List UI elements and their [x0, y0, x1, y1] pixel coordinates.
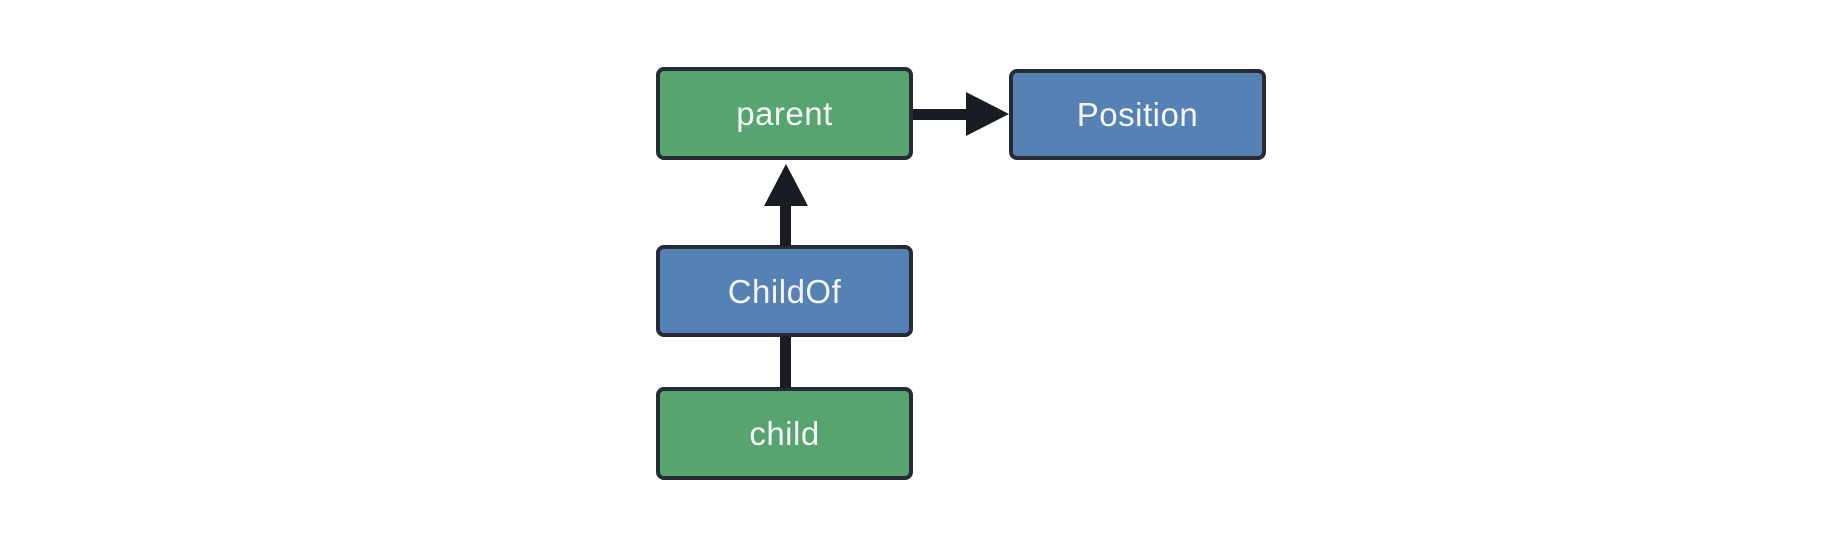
edge-childof-parent-shaft — [780, 204, 791, 246]
arrowhead-up-icon — [764, 164, 808, 206]
node-childof: ChildOf — [656, 245, 913, 337]
node-position: Position — [1009, 69, 1266, 160]
node-child-label: child — [749, 415, 820, 452]
edge-parent-position-shaft — [913, 109, 969, 120]
node-parent-label: parent — [736, 95, 833, 132]
node-childof-label: ChildOf — [727, 272, 842, 310]
arrowhead-right-icon — [966, 92, 1009, 136]
edge-child-childof-line — [780, 336, 791, 388]
node-parent: parent — [656, 67, 913, 160]
node-child: child — [656, 387, 913, 480]
node-position-label: Position — [1076, 96, 1199, 133]
